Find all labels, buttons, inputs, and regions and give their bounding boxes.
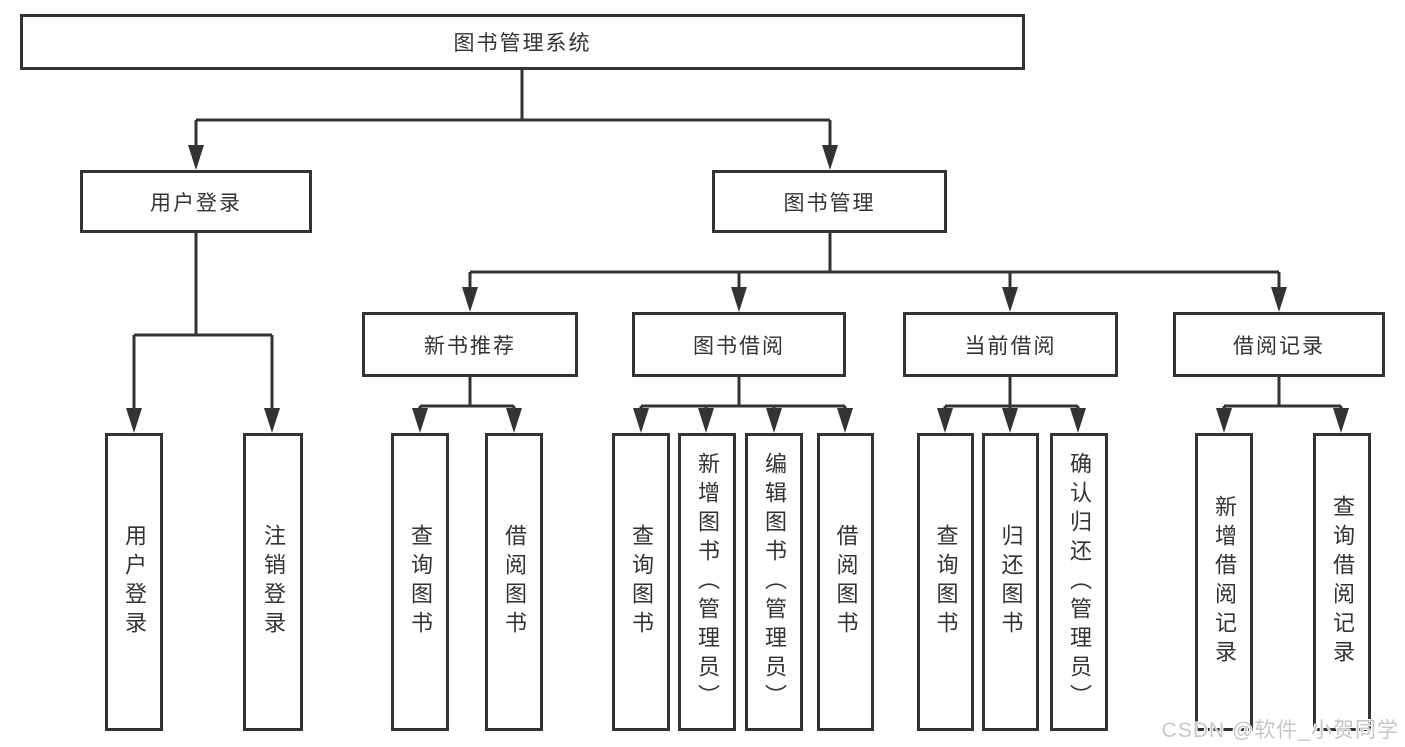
node-current-borrow: 当前借阅 — [903, 312, 1118, 377]
leaf-logout: 注销登录 — [243, 433, 303, 731]
leaf-return-books: 归还图书 — [982, 433, 1039, 731]
node-book-borrow: 图书借阅 — [632, 312, 846, 377]
leaf-add-borrow-record: 新增借阅记录 — [1195, 433, 1253, 731]
leaf-query-borrow-record: 查询借阅记录 — [1313, 433, 1371, 731]
leaf-user-login: 用户登录 — [105, 433, 163, 731]
leaf-query-books-current: 查询图书 — [917, 433, 974, 731]
node-user-login: 用户登录 — [80, 170, 312, 233]
leaf-borrow-books: 借阅图书 — [817, 433, 874, 731]
leaf-query-books-recommend: 查询图书 — [391, 433, 449, 731]
leaf-query-books-borrow: 查询图书 — [612, 433, 670, 731]
leaf-add-books-admin: 新增图书（管理员） — [678, 433, 736, 731]
leaf-confirm-return-admin: 确认归还（管理员） — [1050, 433, 1108, 731]
csdn-watermark: CSDN @软件_小贺同学 — [1161, 719, 1399, 742]
node-book-management: 图书管理 — [712, 170, 947, 233]
node-borrow-records: 借阅记录 — [1173, 312, 1385, 377]
node-root-library-system: 图书管理系统 — [20, 14, 1025, 70]
leaf-borrow-books-recommend: 借阅图书 — [485, 433, 543, 731]
leaf-edit-books-admin: 编辑图书（管理员） — [745, 433, 803, 731]
node-new-book-recommend: 新书推荐 — [362, 312, 578, 377]
